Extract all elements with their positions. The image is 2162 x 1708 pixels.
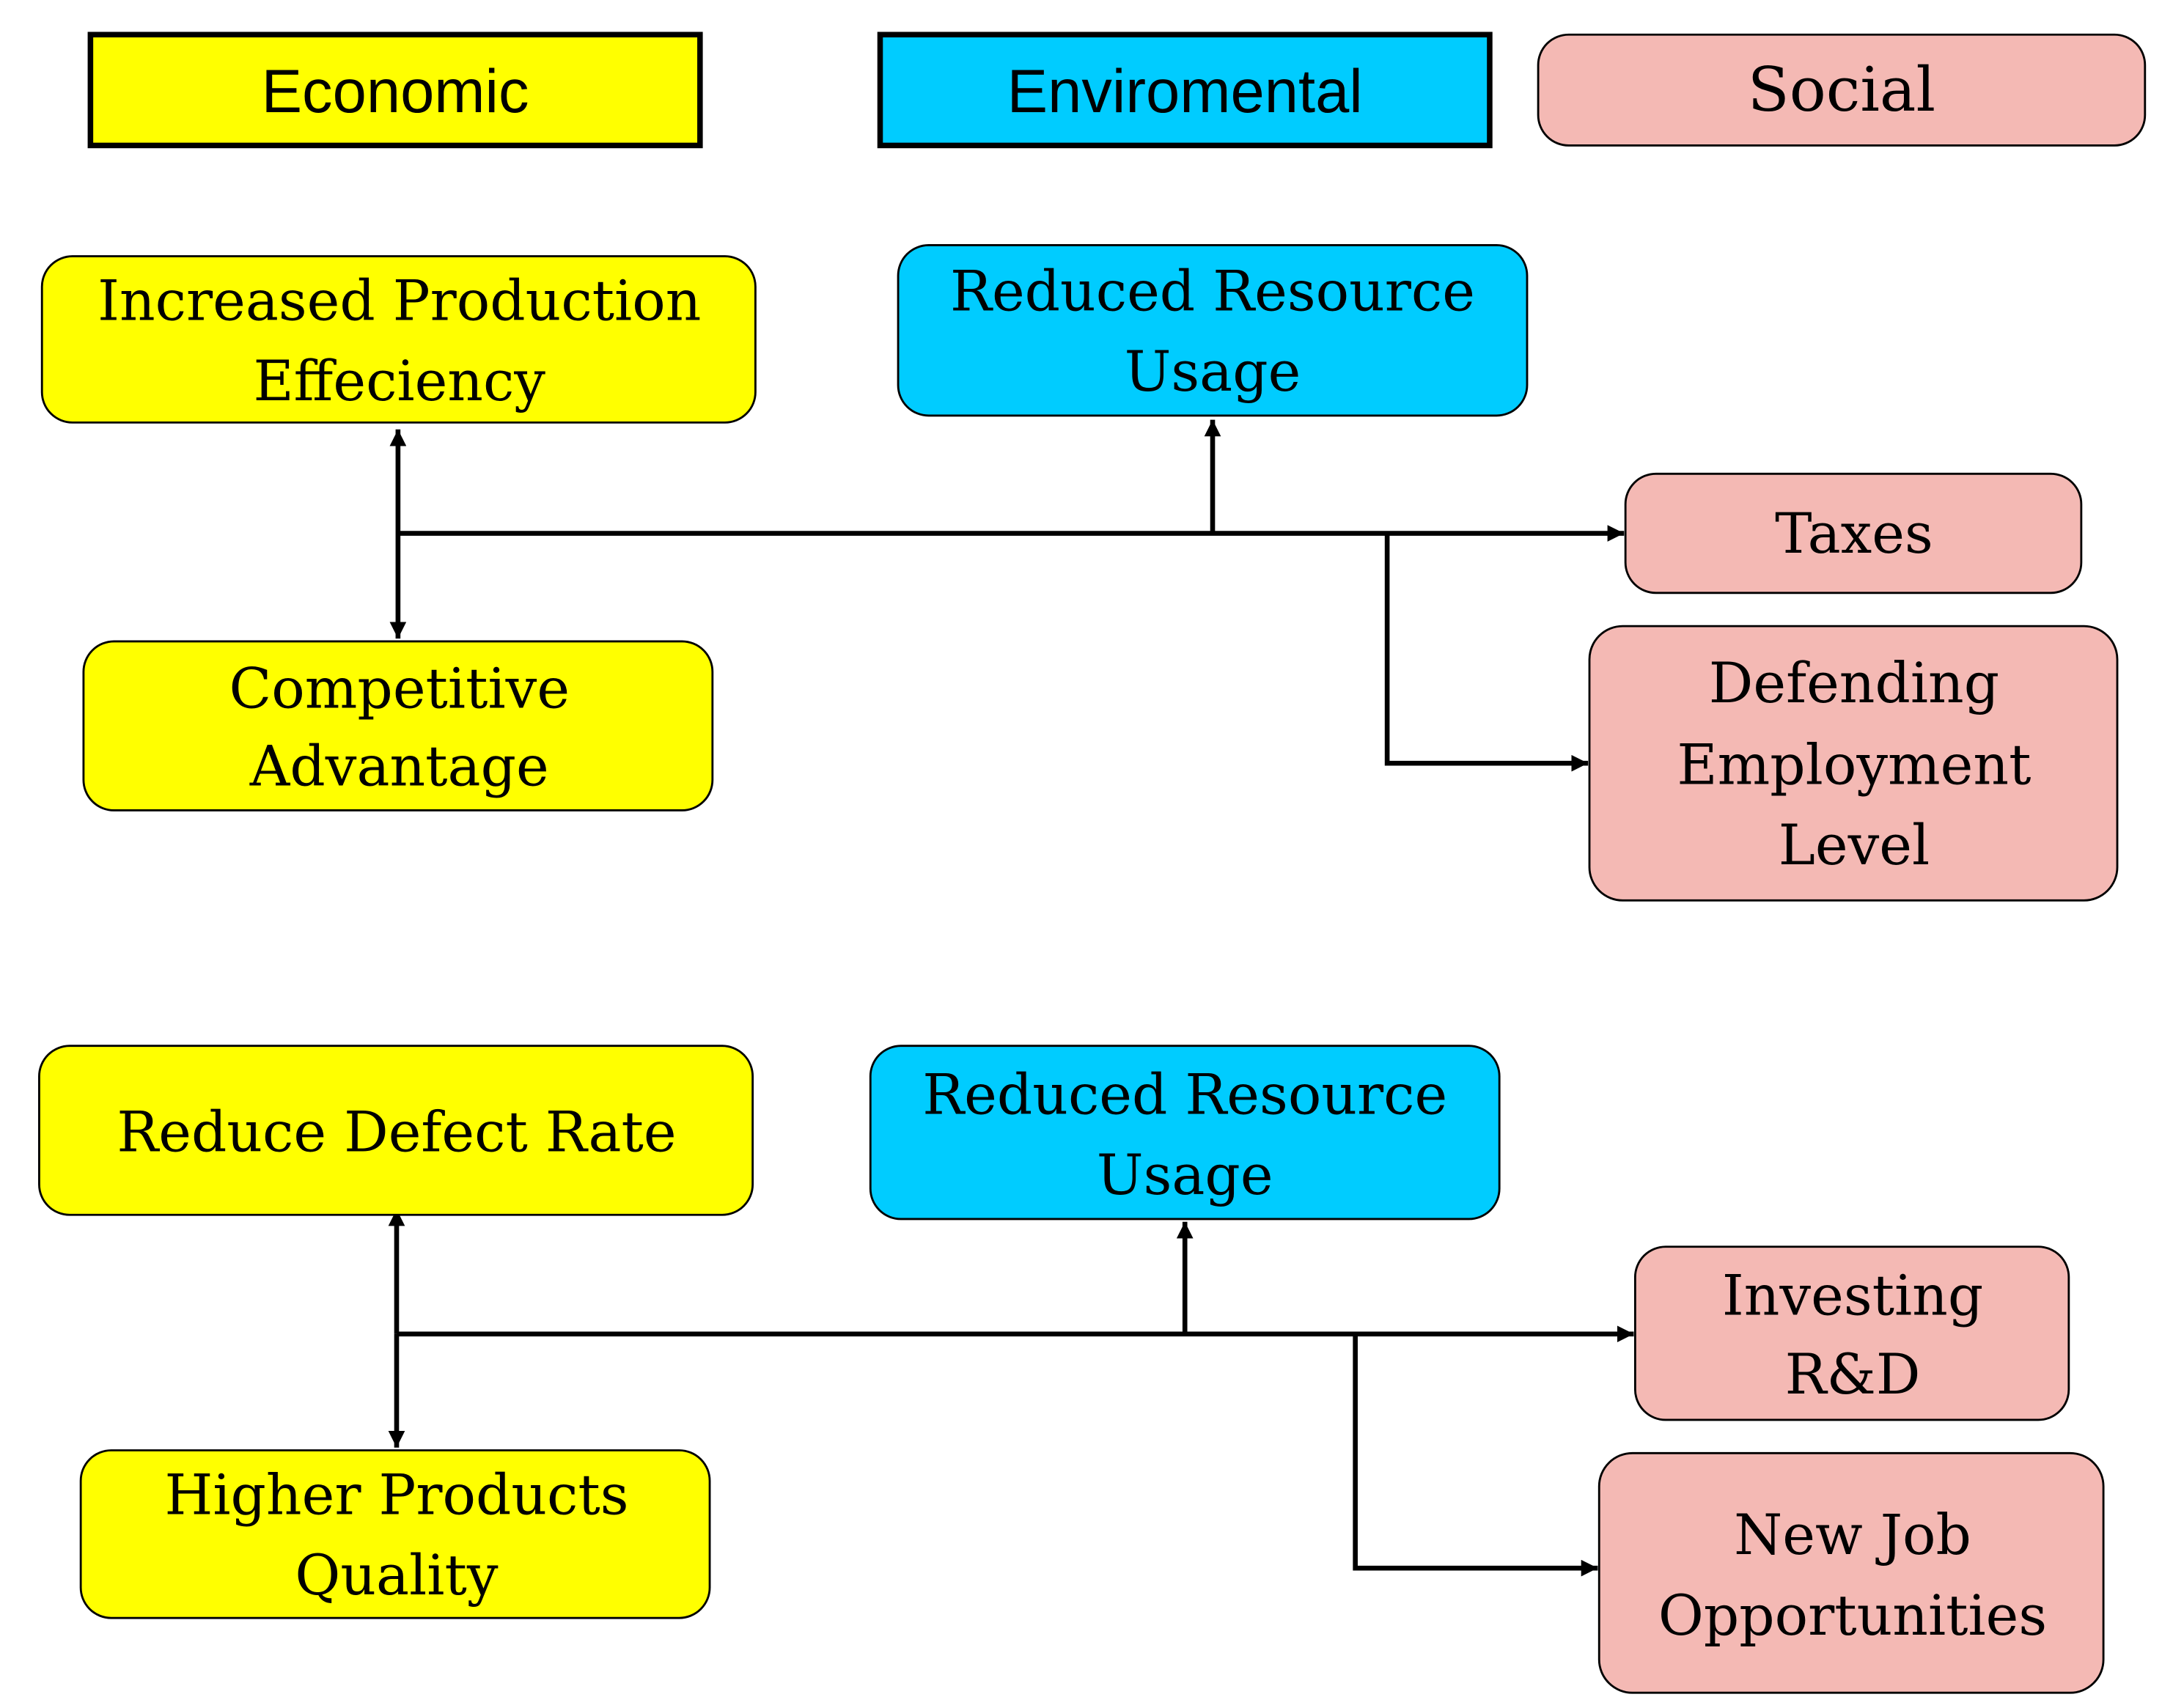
arrow-to-new-jobs — [1353, 1333, 1598, 1577]
box-text: Increased Production — [98, 269, 701, 334]
legend-economic-label: Economic — [262, 57, 529, 125]
box-text: New Job — [1734, 1503, 1971, 1567]
box-higher-quality: Higher Products Quality — [79, 1449, 711, 1619]
box-text: Investing — [1722, 1263, 1983, 1328]
box-competitive-advantage: Competitive Advantage — [82, 640, 714, 811]
box-new-jobs: New Job Opportunities — [1597, 1451, 2105, 1694]
legend-economic: Economic — [87, 32, 703, 149]
box-text: R&D — [1785, 1342, 1921, 1407]
box-text: Employment — [1677, 733, 2031, 798]
arrow-to-defending-employment — [1384, 533, 1589, 772]
legend-environmental-label: Enviromental — [1007, 57, 1363, 125]
box-text: Reduced Resource — [950, 259, 1475, 323]
box-text: Opportunities — [1658, 1583, 2047, 1648]
box-text: Defending — [1709, 651, 1999, 715]
box-text: Advantage — [249, 734, 549, 798]
box-text: Quality — [295, 1543, 498, 1608]
box-reduce-defect: Reduce Defect Rate — [38, 1045, 754, 1216]
box-reduced-resource-2: Reduced Resource Usage — [869, 1045, 1501, 1221]
group1-connectors — [389, 419, 1625, 772]
box-text: Usage — [1125, 339, 1301, 404]
box-text: Reduced Resource — [922, 1062, 1447, 1127]
group2-connectors — [388, 1209, 1634, 1577]
box-increased-production: Increased Production Effeciency — [40, 255, 757, 424]
legend-social: Social — [1537, 33, 2147, 147]
box-defending-employment: Defending Employment Level — [1588, 625, 2119, 902]
box-taxes: Taxes — [1624, 472, 2083, 595]
box-investing-rd: Investing R&D — [1633, 1245, 2070, 1421]
box-text: Competitive — [229, 657, 570, 721]
box-text: Level — [1779, 813, 1930, 877]
box-reduced-resource-1: Reduced Resource Usage — [897, 244, 1529, 417]
box-text: Taxes — [1775, 501, 1933, 566]
box-text: Reduce Defect Rate — [117, 1100, 676, 1164]
box-text: Higher Products — [164, 1462, 628, 1527]
legend-environmental: Enviromental — [877, 32, 1493, 149]
box-text: Usage — [1097, 1143, 1273, 1207]
box-text: Effeciency — [254, 349, 546, 413]
legend-social-label: Social — [1748, 54, 1935, 125]
